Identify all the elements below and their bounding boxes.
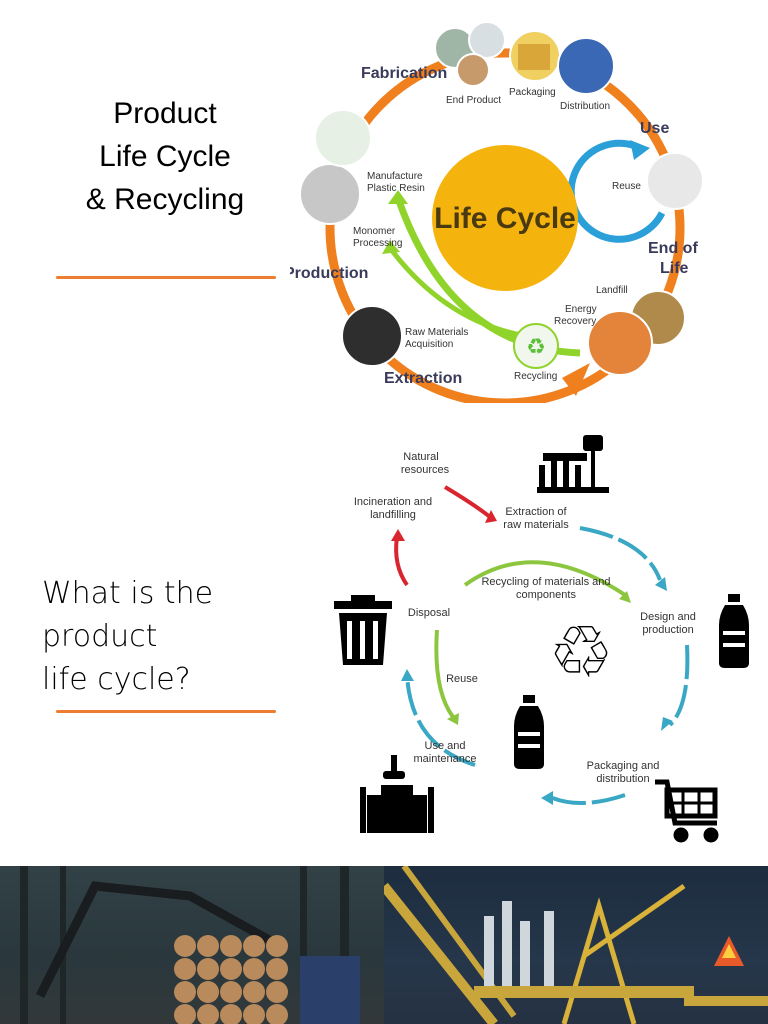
- life-cycle-diagram: Life Cycle ♻ Fabrication Use End of Life…: [290, 21, 704, 403]
- resin-pellets-photo: [314, 109, 372, 167]
- recycling-photo: [513, 323, 559, 369]
- stage-end-of-life-2: Life: [660, 260, 689, 277]
- arrow-head-green-1: [619, 591, 631, 603]
- label-recycling: Recycling: [514, 371, 557, 382]
- end-product-photo-2: [468, 21, 506, 59]
- label-natural-2: resources: [401, 464, 450, 476]
- label-extraction-1: Extraction of: [505, 506, 567, 518]
- arrow-disposal-to-incineration: [394, 536, 409, 587]
- label-manufacture-2: Plastic Resin: [367, 183, 425, 194]
- outer-cycle-ring: [325, 48, 685, 403]
- center-label: Life Cycle: [434, 202, 576, 235]
- wood-photo: [456, 53, 490, 87]
- label-manufacture-1: Manufacture: [367, 171, 423, 182]
- label-use-2: maintenance: [414, 753, 477, 765]
- recycle-arrow-head-2: [382, 240, 400, 254]
- label-monomer-1: Monomer: [353, 226, 396, 237]
- label-disposal: Disposal: [408, 607, 450, 619]
- arrow-extraction-to-design: [579, 526, 662, 581]
- arrow-packaging-to-use: [549, 793, 626, 806]
- product-life-cycle-diagram: Natural resources Extraction of raw mate…: [334, 435, 749, 843]
- label-energy-2: Recovery: [554, 316, 596, 327]
- arrow-head-teal-1: [655, 577, 667, 591]
- arrow-head-teal-2: [661, 717, 673, 731]
- label-incineration-2: landfilling: [370, 509, 416, 521]
- label-packaging: Packaging: [509, 87, 556, 98]
- arrow-natural-to-extraction: [443, 485, 492, 519]
- stage-end-of-life-1: End of: [648, 240, 698, 257]
- label-recycling-2: components: [516, 589, 576, 601]
- center-circle: [432, 145, 578, 291]
- label-use-1: Use and: [425, 740, 466, 752]
- label-reuse: Reuse: [446, 673, 478, 685]
- reuse-arrow-head: [630, 140, 650, 160]
- arrow-recycling: [463, 560, 627, 597]
- label-reuse: Reuse: [612, 181, 641, 192]
- label-packaging-2: distribution: [596, 773, 649, 785]
- label-design-1: Design and: [640, 611, 696, 623]
- arrow-head-red-1: [485, 510, 497, 523]
- logging-photo: [0, 866, 384, 1024]
- arrow-use-to-disposal: [405, 674, 476, 767]
- label-design-2: production: [642, 624, 693, 636]
- label-extraction-2: raw materials: [503, 519, 569, 531]
- section1-underline: [56, 276, 276, 279]
- label-packaging-1: Packaging and: [587, 760, 660, 772]
- box-icon: [518, 44, 550, 70]
- water-bottle-icon-center: [514, 695, 544, 769]
- label-monomer-2: Processing: [353, 238, 402, 249]
- arrow-reuse: [434, 629, 455, 719]
- stage-extraction: Extraction: [384, 370, 462, 387]
- label-end-product: End Product: [446, 95, 501, 106]
- section1-title: Product Life Cycle & Recycling: [85, 97, 245, 216]
- label-raw-materials-2: Acquisition: [405, 339, 453, 350]
- oil-pump-icon: [537, 435, 609, 493]
- arrow-head-teal-3: [541, 791, 553, 805]
- raw-materials-photo: [341, 305, 403, 367]
- arrow-head-red-2: [391, 529, 405, 541]
- distribution-photo: [557, 37, 615, 95]
- label-natural-1: Natural: [403, 451, 438, 463]
- energy-recovery-photo: [587, 310, 653, 376]
- arrow-head-green-2: [447, 713, 459, 725]
- label-raw-materials-1: Raw Materials: [405, 327, 468, 338]
- label-distribution: Distribution: [560, 101, 610, 112]
- label-recycling-1: Recycling of materials and: [481, 576, 610, 588]
- reuse-photo: [646, 152, 704, 210]
- recycle-icon: ♲: [549, 613, 614, 693]
- label-energy-1: Energy: [565, 304, 597, 315]
- section2-title: What is the product life cycle?: [42, 576, 214, 697]
- stage-use: Use: [640, 120, 669, 137]
- trash-can-icon: [334, 595, 392, 665]
- cycle-arrow-head: [562, 363, 590, 396]
- shopping-cart-icon: [655, 779, 719, 843]
- cleaning-cart-icon: [360, 755, 434, 833]
- stage-fabrication: Fabrication: [361, 65, 447, 82]
- recycle-arrow-head-1: [388, 190, 408, 204]
- arrow-design-to-packaging: [668, 644, 690, 727]
- recycle-icon-small: ♻: [526, 334, 546, 359]
- stage-production: Production: [290, 265, 368, 282]
- oil-platform-photo: [384, 866, 768, 1024]
- water-bottle-icon: [719, 594, 749, 668]
- arrow-head-teal-4: [401, 669, 414, 681]
- label-incineration-1: Incineration and: [354, 496, 432, 508]
- label-landfill: Landfill: [596, 285, 628, 296]
- factory-photo: [299, 163, 361, 225]
- section2-underline: [56, 710, 276, 713]
